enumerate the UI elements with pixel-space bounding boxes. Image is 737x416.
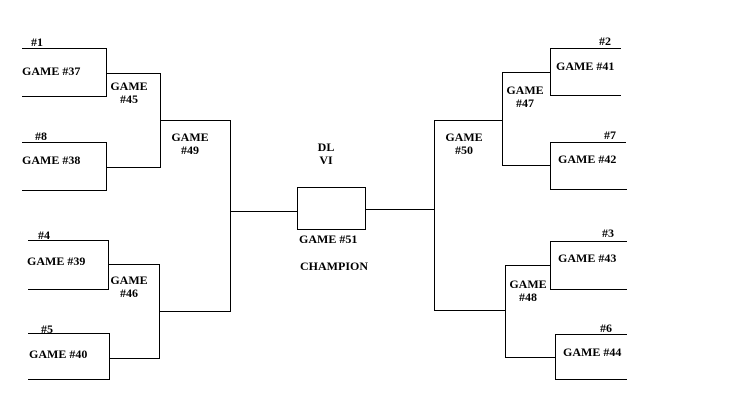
game-47-label: GAME#47 <box>506 83 544 110</box>
bracket-game-41-lines <box>550 48 621 96</box>
seed-1-label: #1 <box>31 35 43 49</box>
game-45-label: GAME#45 <box>110 79 148 106</box>
champion-label: CHAMPION <box>300 259 368 273</box>
bracket-game-48-lines <box>505 265 555 358</box>
game-44-label: GAME #44 <box>563 345 622 359</box>
game-41-label: GAME #41 <box>556 59 615 73</box>
game-37-label: GAME #37 <box>22 64 81 78</box>
game-46-label: GAME#46 <box>110 273 148 300</box>
bracket-game-44-lines <box>555 334 627 380</box>
seed-7-label: #7 <box>604 128 616 142</box>
bracket-game-50-lines <box>366 120 506 311</box>
game-38-label: GAME #38 <box>22 153 81 167</box>
game-43-label: GAME #43 <box>558 251 617 265</box>
game-51-label: GAME #51 <box>299 232 358 246</box>
seed-4-label: #4 <box>38 228 50 242</box>
game-40-label: GAME #40 <box>29 347 88 361</box>
game-39-label: GAME #39 <box>27 254 86 268</box>
champion-box <box>297 187 366 230</box>
seed-5-label: #5 <box>41 322 53 336</box>
game-42-label: GAME #42 <box>558 152 617 166</box>
seed-6-label: #6 <box>600 321 612 335</box>
seed-2-label: #2 <box>599 34 611 48</box>
game-48-label: GAME#48 <box>509 277 547 304</box>
bracket-game-47-lines <box>502 72 550 166</box>
seed-3-label: #3 <box>602 226 614 240</box>
bracket-game-40-lines <box>28 333 110 380</box>
bracket-game-42-lines <box>550 142 627 190</box>
bracket-game-37-lines <box>22 48 107 97</box>
bracket-game-38-lines <box>22 142 107 191</box>
seed-8-label: #8 <box>35 129 47 143</box>
bracket-game-43-lines <box>550 241 627 290</box>
game-49-label: GAME#49 <box>171 130 209 157</box>
bracket-game-49-lines <box>159 120 297 312</box>
game-50-label: GAME#50 <box>445 130 483 157</box>
